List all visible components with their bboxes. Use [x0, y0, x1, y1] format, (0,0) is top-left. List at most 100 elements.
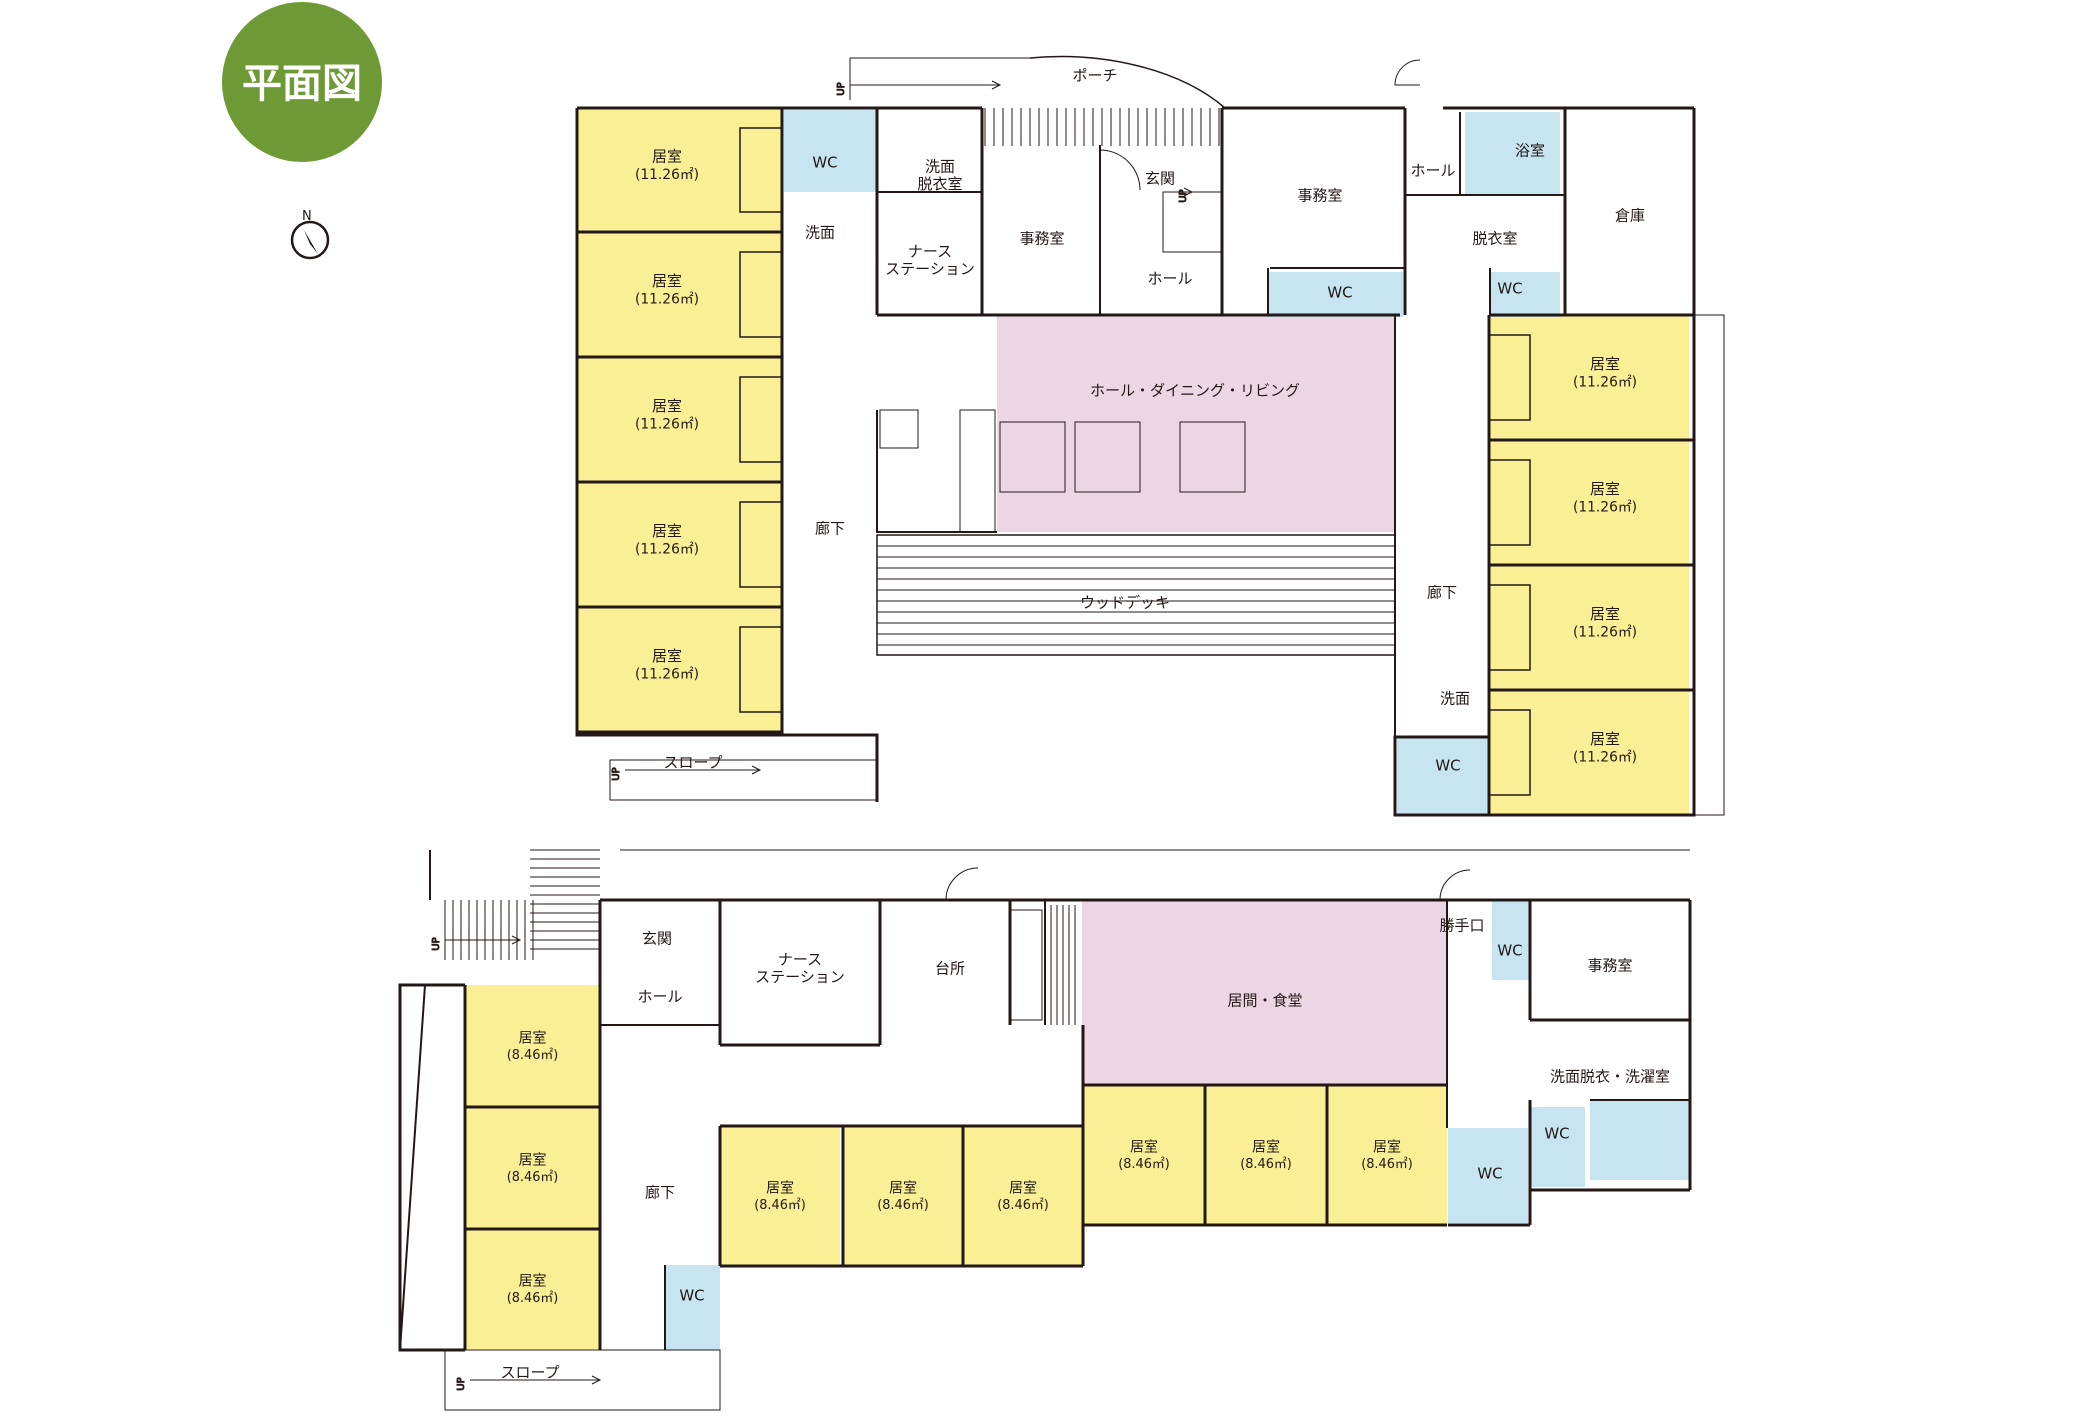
room-top-left-1-area: (11.26㎡) [635, 167, 699, 183]
wc-fill [1397, 737, 1489, 815]
room-top-right-4-name: 居室 [1590, 730, 1620, 748]
kitchen-wall [876, 410, 997, 533]
label-nurse-station: ナースステーション [755, 951, 845, 986]
label-hall: ホール [1147, 269, 1192, 287]
room-fill [577, 357, 782, 482]
room-bottom-1-name: 居室 [519, 1030, 547, 1047]
room-top-left-1-name: 居室 [652, 147, 682, 165]
up-label: UP [611, 767, 622, 780]
room-top-right-1-area: (11.26㎡) [1573, 374, 1637, 390]
room-bottom-4-area: (8.46㎡) [754, 1198, 806, 1213]
door-swing [1099, 149, 1141, 191]
wc-fill [1268, 272, 1403, 317]
slope-up-arrowhead [751, 765, 762, 775]
room-top-right-2-area: (11.26㎡) [1573, 499, 1637, 515]
wc-fill [1448, 1128, 1528, 1223]
room-bottom-2-name: 居室 [519, 1152, 547, 1169]
label-living: ホール・ダイニング・リビング [1090, 381, 1300, 399]
closet [739, 127, 782, 213]
kitchen-counter [959, 409, 996, 533]
entry-up-arrowhead [1183, 187, 1194, 197]
label-nurse-station: ナースステーション [885, 243, 975, 278]
room-bottom-8-name: 居室 [1252, 1139, 1280, 1156]
label-washroom: 洗面 [1440, 689, 1470, 707]
room-top-right-3-area: (11.26㎡) [1573, 624, 1637, 640]
room-top-right-4-area: (11.26㎡) [1573, 749, 1637, 765]
title-badge: 平面図 [222, 2, 382, 162]
room-bottom-7-name: 居室 [1130, 1139, 1158, 1156]
dining-table [999, 421, 1066, 493]
label-wc: WC [1497, 941, 1522, 959]
living-step [1044, 905, 1076, 1025]
label-laundry: 洗面脱衣・洗濯室 [1550, 1067, 1670, 1085]
north-label: N [302, 209, 312, 224]
wc-fill [1490, 272, 1560, 317]
room-bottom-9-name: 居室 [1373, 1139, 1401, 1156]
label-back-door: 勝手口 [1439, 916, 1484, 934]
living-fill [1082, 900, 1447, 1085]
wc-fill [784, 110, 877, 192]
room-fill [577, 482, 782, 607]
room-top-left-2-area: (11.26㎡) [635, 291, 699, 307]
room-fill [465, 1107, 600, 1229]
living-fill [997, 316, 1395, 532]
room-bottom-4-name: 居室 [766, 1180, 794, 1197]
room-top-left-3-area: (11.26㎡) [635, 416, 699, 432]
label-entrance: 玄関 [1145, 169, 1175, 187]
label-kitchen: 台所 [935, 959, 965, 977]
kitchen-appliance [879, 409, 919, 449]
up-label: UP [1178, 189, 1189, 202]
bath-fill [1465, 112, 1560, 195]
room-top-left-4-area: (11.26㎡) [635, 541, 699, 557]
label-wc: WC [1497, 279, 1522, 297]
entry-steps [444, 900, 534, 960]
porch-up-arrowhead [991, 80, 1002, 90]
entry-up-arrowhead [511, 935, 522, 945]
label-hall: ホール [1410, 161, 1455, 179]
entry-stairs [530, 849, 600, 950]
label-wc: WC [812, 153, 837, 171]
room-bottom-3-area: (8.46㎡) [507, 1291, 559, 1306]
closet [1489, 334, 1531, 421]
wood-deck-boards [877, 534, 1395, 646]
label-wc: WC [1544, 1124, 1569, 1142]
room-fill [1327, 1085, 1447, 1225]
title-badge-label: 平面図 [242, 61, 362, 107]
wc-fill [1530, 1107, 1585, 1187]
porch-steps [984, 108, 1220, 146]
label-wc: WC [679, 1286, 704, 1304]
room-fill [577, 607, 782, 732]
up-label: UP [836, 82, 847, 95]
laundry-fill [1590, 1100, 1690, 1180]
up-label: UP [431, 937, 442, 950]
label-washroom-changing: 洗面脱衣室 [917, 158, 962, 193]
room-bottom-2-area: (8.46㎡) [507, 1170, 559, 1185]
room-fill [1083, 1085, 1205, 1225]
label-wc: WC [1327, 283, 1352, 301]
room-fill [1489, 440, 1689, 565]
room-fill [577, 232, 782, 357]
room-fill [465, 1229, 600, 1349]
room-fill [720, 1126, 840, 1266]
closet [1489, 709, 1531, 796]
room-bottom-1-area: (8.46㎡) [507, 1048, 559, 1063]
room-fill [843, 1126, 963, 1266]
wall-outer [398, 983, 465, 1352]
label-washroom: 洗面 [805, 223, 835, 241]
room-bottom-8-area: (8.46㎡) [1240, 1157, 1292, 1172]
room-fill [465, 985, 600, 1107]
closet [1489, 584, 1531, 671]
label-office: 事務室 [1297, 186, 1342, 204]
closet [739, 251, 782, 338]
label-living: 居間・食堂 [1227, 991, 1302, 1009]
label-office: 事務室 [1019, 229, 1064, 247]
wc-fill [665, 1265, 720, 1350]
room-top-left-5-name: 居室 [652, 647, 682, 665]
north-arrow-icon: N [290, 209, 330, 260]
room-bottom-3-name: 居室 [519, 1273, 547, 1290]
label-wc: WC [1477, 1164, 1502, 1182]
label-slope: スロープ [500, 1363, 559, 1381]
room-bottom-6-area: (8.46㎡) [997, 1198, 1049, 1213]
room-fill [963, 1126, 1083, 1266]
